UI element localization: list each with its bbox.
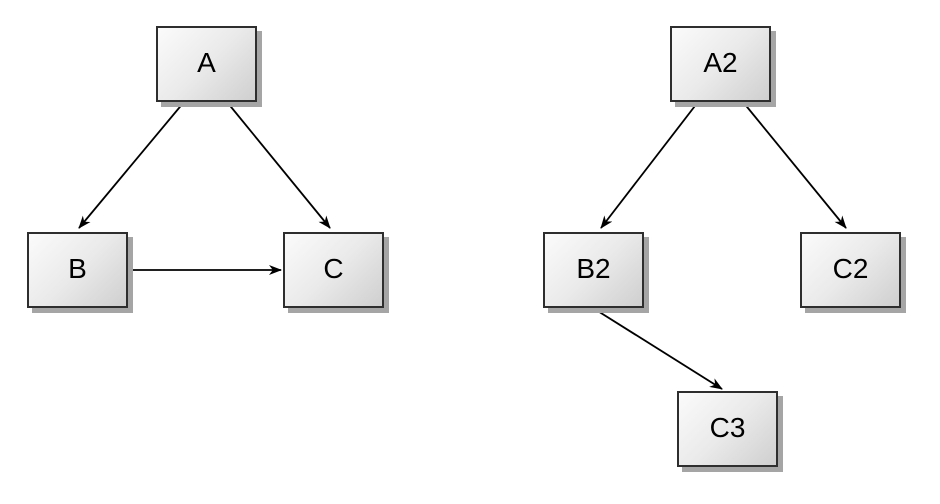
- node-C-label: C: [323, 253, 344, 284]
- edge-A2-B2: [600, 101, 699, 229]
- node-C3[interactable]: C3: [677, 391, 778, 467]
- edge-B2-C3: [592, 307, 723, 390]
- node-C2[interactable]: C2: [800, 232, 901, 308]
- node-C2-label: C2: [832, 253, 869, 284]
- node-C3-label: C3: [709, 412, 746, 443]
- node-A2[interactable]: A2: [670, 26, 771, 102]
- node-C[interactable]: C: [283, 232, 384, 308]
- node-A-label: A: [197, 47, 216, 78]
- node-A2-label: A2: [703, 47, 738, 78]
- node-B[interactable]: B: [27, 232, 128, 308]
- node-B2-label: B2: [576, 253, 611, 284]
- edge-A2-C2: [742, 101, 847, 229]
- node-B-label: B: [68, 253, 87, 284]
- node-B2[interactable]: B2: [543, 232, 644, 308]
- edge-A-C: [226, 101, 331, 229]
- node-A[interactable]: A: [156, 26, 257, 102]
- edge-A-B: [78, 101, 185, 229]
